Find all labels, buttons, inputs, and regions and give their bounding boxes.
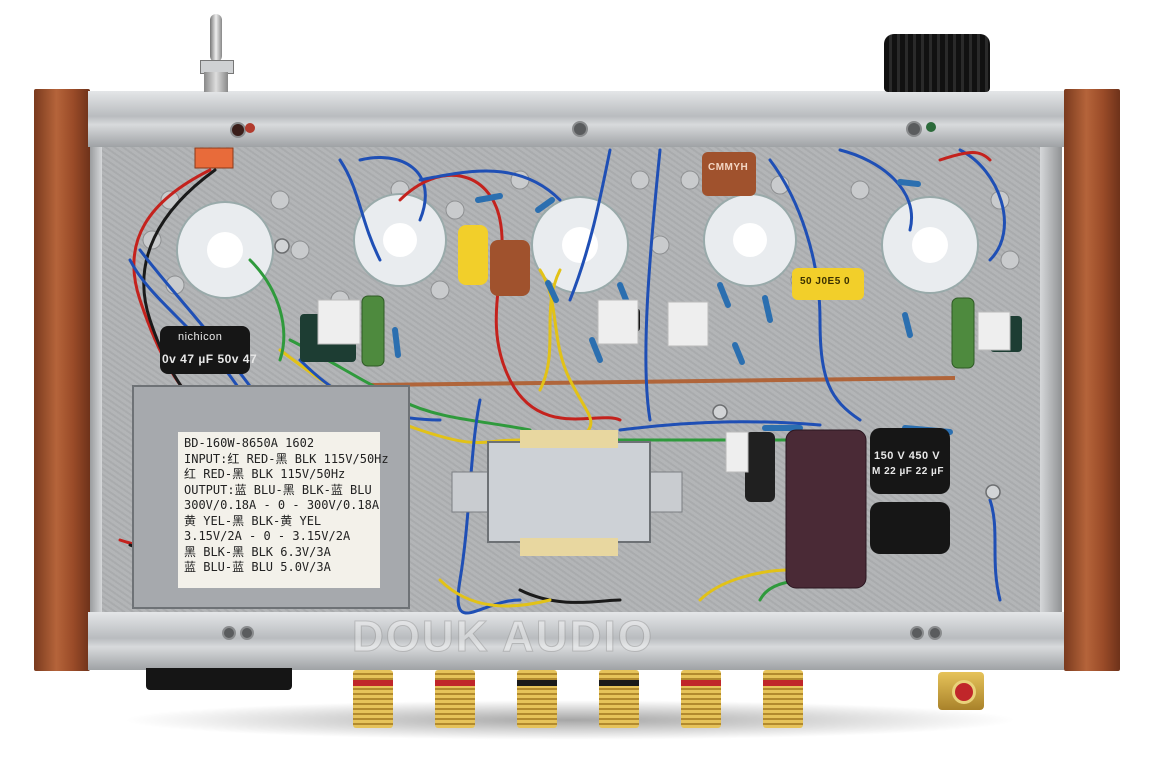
volume-knob[interactable] xyxy=(884,34,990,92)
tube-sockets xyxy=(176,193,979,299)
yellow-capacitor-text: 50 J0E5 0 xyxy=(800,276,851,287)
power-toggle-switch[interactable] xyxy=(196,14,236,92)
transformer-label-line: OUTPUT:蓝 BLU-黑 BLK-蓝 BLU xyxy=(184,482,372,497)
chassis-rail-bottom xyxy=(88,612,1064,670)
led-indicator-red xyxy=(245,123,255,133)
capacitor-left-rating: 0v 47 µF 50v 47 xyxy=(162,352,258,366)
brand-watermark: DOUK AUDIO xyxy=(352,612,654,662)
chassis-rail-top xyxy=(88,91,1064,147)
wood-side-right xyxy=(1064,89,1120,671)
tube-socket-4 xyxy=(703,193,797,287)
transformer-label-line: 蓝 BLU-蓝 BLU 5.0V/3A xyxy=(184,560,331,574)
transformer-label-line: INPUT:红 RED-黑 BLK 115V/50Hz xyxy=(184,451,389,466)
transformer-label-line: 3.15V/2A - 0 - 3.15V/2A xyxy=(184,529,351,543)
screw-hole xyxy=(240,626,254,640)
screw-hole xyxy=(222,626,236,640)
led-indicator-green xyxy=(926,122,936,132)
tube-socket-2 xyxy=(353,193,447,287)
binding-post[interactable] xyxy=(763,670,803,728)
rca-input-jack[interactable] xyxy=(938,672,984,710)
transformer-label-line: 红 RED-黑 BLK 115V/50Hz xyxy=(184,467,346,481)
tube-socket-3 xyxy=(531,196,629,294)
transformer-label-line: 黄 YEL-黑 BLK-黄 YEL xyxy=(184,513,322,528)
screw-hole xyxy=(572,121,588,137)
transformer-label-line: BD-160W-8650A 1602 xyxy=(184,436,315,450)
chassis-lip-left xyxy=(90,145,102,615)
film-capacitor-text: CMMYH xyxy=(708,162,749,173)
transformer-label-line: 300V/0.18A - 0 - 300V/0.18A xyxy=(184,498,380,512)
tube-socket-1 xyxy=(176,201,274,299)
power-inlet[interactable] xyxy=(146,668,292,690)
right-capacitor-rating: 150 V 450 V xyxy=(874,450,941,462)
right-capacitor-rating-2: M 22 µF 22 µF xyxy=(872,466,944,477)
power-transformer-label: BD-160W-8650A 1602 INPUT:红 RED-黑 BLK 115… xyxy=(178,432,389,588)
binding-post[interactable] xyxy=(435,670,475,728)
transformer-label-line: 黑 BLK-黑 BLK 6.3V/3A xyxy=(184,544,331,559)
binding-post[interactable] xyxy=(681,670,721,728)
screw-hole xyxy=(928,626,942,640)
wood-side-left xyxy=(34,89,90,671)
screw-hole xyxy=(906,121,922,137)
binding-post[interactable] xyxy=(517,670,557,728)
binding-post[interactable] xyxy=(599,670,639,728)
capacitor-left-brand: nichicon xyxy=(178,331,223,343)
binding-post[interactable] xyxy=(353,670,393,728)
floor-shadow xyxy=(120,700,1020,740)
screw-hole xyxy=(910,626,924,640)
tube-socket-5 xyxy=(881,196,979,294)
chassis-lip-right xyxy=(1040,145,1062,615)
